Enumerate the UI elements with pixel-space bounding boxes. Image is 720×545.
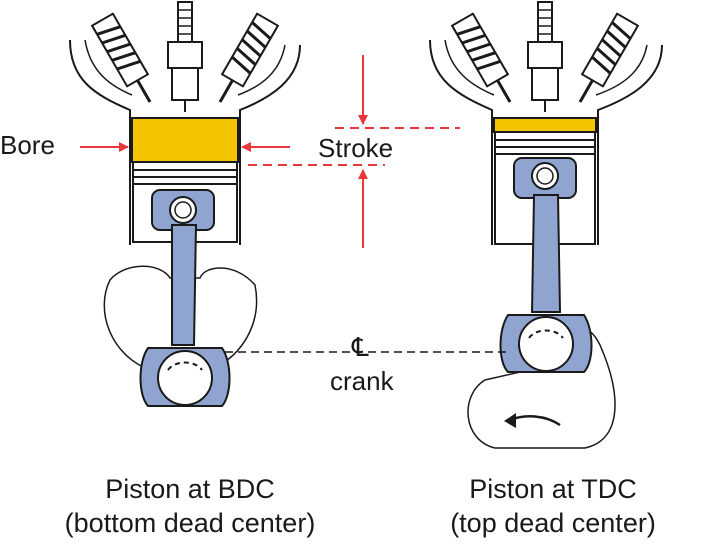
bdc-engine (69, 1, 301, 407)
tdc-engine (429, 1, 663, 449)
bdc-combustion-chamber (131, 117, 239, 163)
bdc-valve-spring-right (218, 12, 280, 103)
bdc-spark-plug (167, 1, 203, 112)
bdc-piston (132, 161, 238, 243)
bdc-caption: Piston at BDC (bottom dead center) (10, 472, 370, 540)
bore-label: Bore (0, 130, 55, 160)
bdc-caption-line1: Piston at BDC (105, 474, 275, 504)
tdc-caption: Piston at TDC (top dead center) (388, 472, 718, 540)
crank-label: crank (330, 366, 394, 396)
tdc-connecting-rod (499, 194, 593, 373)
tdc-valve-spring-left (450, 12, 512, 103)
centerline-symbol: ℄ (352, 332, 369, 362)
bdc-valve-spring-left (90, 12, 152, 103)
bdc-connecting-rod (139, 224, 231, 407)
tdc-spark-plug (527, 1, 563, 112)
tdc-caption-line2: (top dead center) (450, 508, 656, 538)
bdc-caption-line2: (bottom dead center) (64, 508, 316, 538)
stroke-label: Stroke (318, 133, 394, 163)
tdc-caption-line1: Piston at TDC (469, 474, 637, 504)
tdc-combustion-chamber (493, 117, 597, 133)
tdc-valve-spring-right (578, 12, 640, 103)
